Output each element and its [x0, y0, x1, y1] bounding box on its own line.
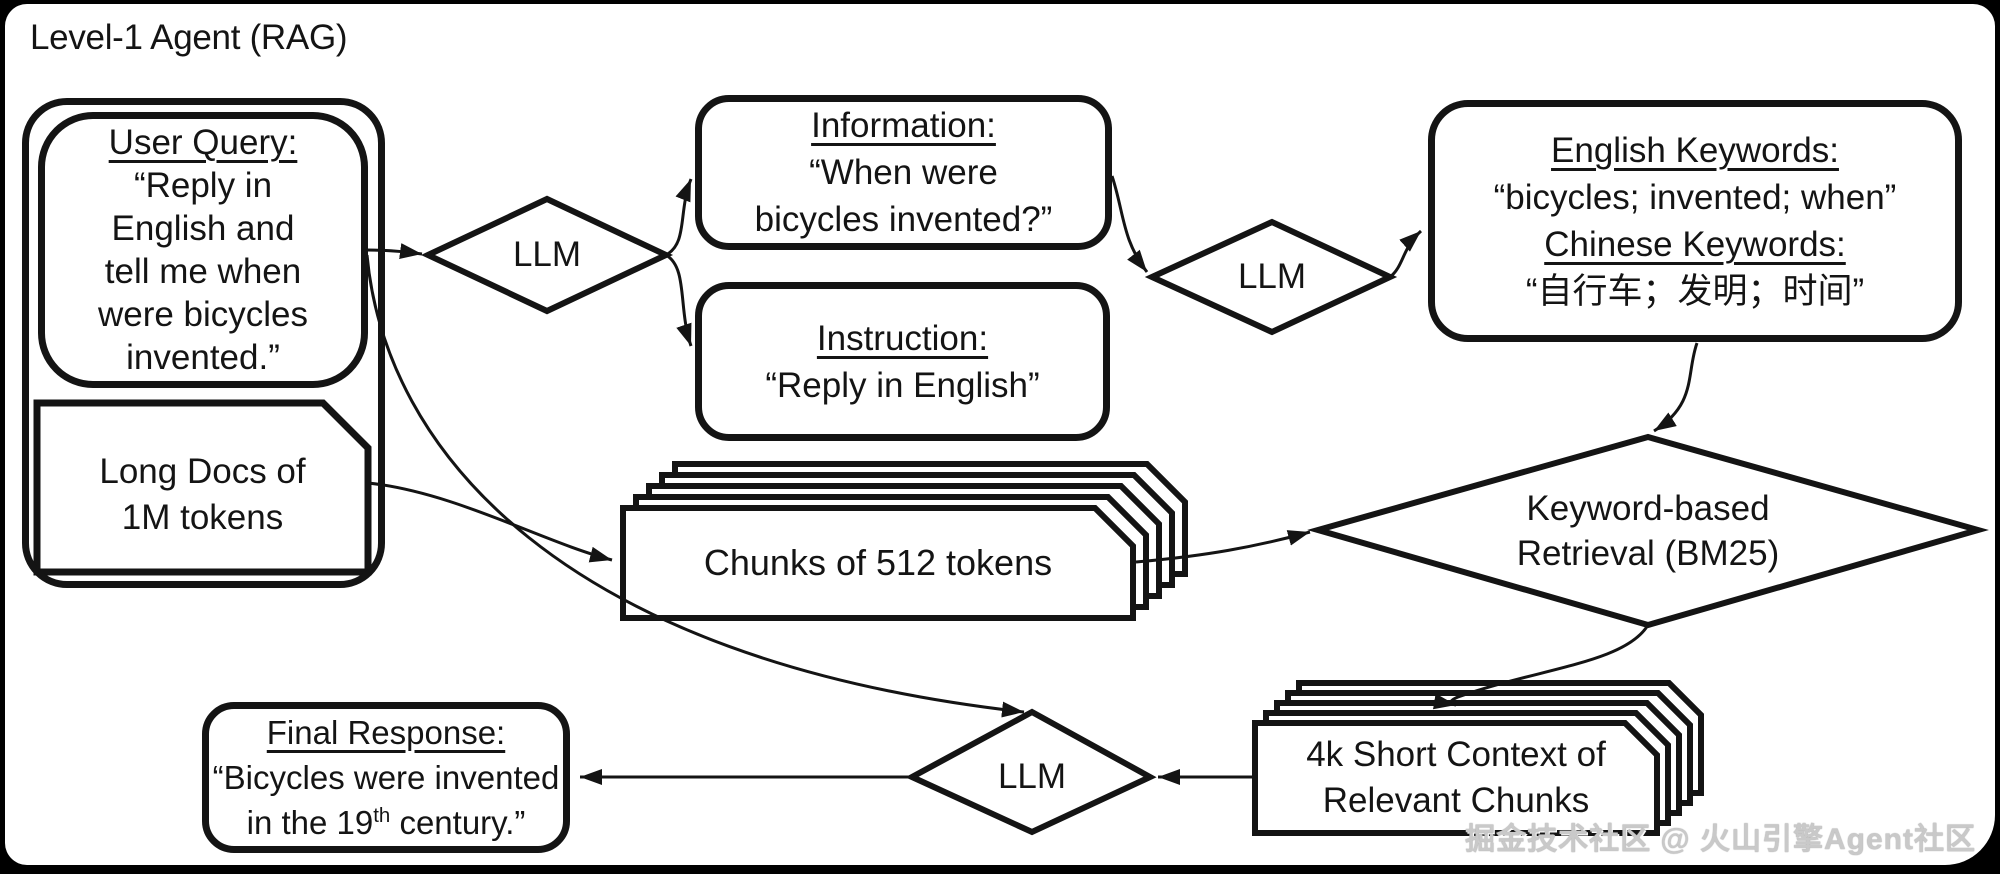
- final-response-node: Final Response: “Bicycles were invented …: [202, 702, 570, 853]
- context-line: 4k Short Context of: [1306, 735, 1606, 774]
- keywords-node: English Keywords: “bicycles; invented; w…: [1428, 100, 1962, 342]
- final-response-line2-pre: in the 19: [246, 804, 374, 841]
- chinese-keywords-line: “自行车；发明；时间”: [1525, 272, 1865, 311]
- retrieval-label: Keyword-based Retrieval (BM25): [1468, 485, 1828, 577]
- chunks-label: Chunks of 512 tokens: [703, 542, 1053, 583]
- english-keywords-line: “bicycles; invented; when”: [1493, 178, 1897, 217]
- final-response-line2-post: century.”: [390, 804, 526, 841]
- llm-keywords-label: LLM: [1237, 257, 1307, 296]
- user-query-line: tell me when: [104, 252, 302, 291]
- llm-answer-label: LLM: [997, 757, 1067, 796]
- long-docs-node: Long Docs of 1M tokens: [44, 425, 361, 565]
- retrieval-line: Keyword-based: [1526, 489, 1770, 528]
- information-line: “When were: [809, 153, 998, 192]
- long-docs-line: Long Docs of: [99, 452, 306, 491]
- user-query-line: were bicycles: [97, 295, 309, 334]
- watermark: 掘金技术社区 @ 火山引擎Agent社区: [1465, 823, 1976, 856]
- instruction-heading: Instruction:: [816, 318, 989, 358]
- user-query-heading: User Query:: [108, 123, 298, 162]
- information-node: Information: “When were bicycles invente…: [695, 95, 1112, 250]
- chinese-keywords-heading: Chinese Keywords:: [1544, 225, 1846, 264]
- context-node: 4k Short Context of Relevant Chunks: [1262, 727, 1650, 829]
- retrieval-line: Retrieval (BM25): [1516, 534, 1780, 573]
- long-docs-line: 1M tokens: [121, 498, 284, 537]
- diagram-title: Level-1 Agent (RAG): [30, 18, 348, 57]
- final-response-heading: Final Response:: [266, 714, 506, 751]
- instruction-node: Instruction: “Reply in English”: [695, 282, 1110, 441]
- english-keywords-heading: English Keywords:: [1551, 131, 1839, 170]
- input-group-container: [22, 98, 385, 588]
- final-response-line: “Bicycles were invented: [212, 759, 560, 796]
- chunks-node: Chunks of 512 tokens: [630, 512, 1126, 614]
- information-line: bicycles invented?”: [754, 200, 1053, 239]
- user-query-line: “Reply in: [133, 166, 273, 205]
- final-response-line: in the 19th century.”: [247, 800, 526, 845]
- final-response-line2-sup: th: [373, 804, 391, 827]
- context-line: Relevant Chunks: [1322, 781, 1590, 820]
- llm-parse-label: LLM: [512, 235, 582, 274]
- user-query-line: invented.”: [126, 338, 280, 377]
- user-query-line: English and: [111, 209, 295, 248]
- user-query-node: User Query: “Reply in English and tell m…: [38, 112, 368, 388]
- instruction-line: “Reply in English”: [765, 365, 1040, 405]
- information-heading: Information:: [811, 106, 996, 145]
